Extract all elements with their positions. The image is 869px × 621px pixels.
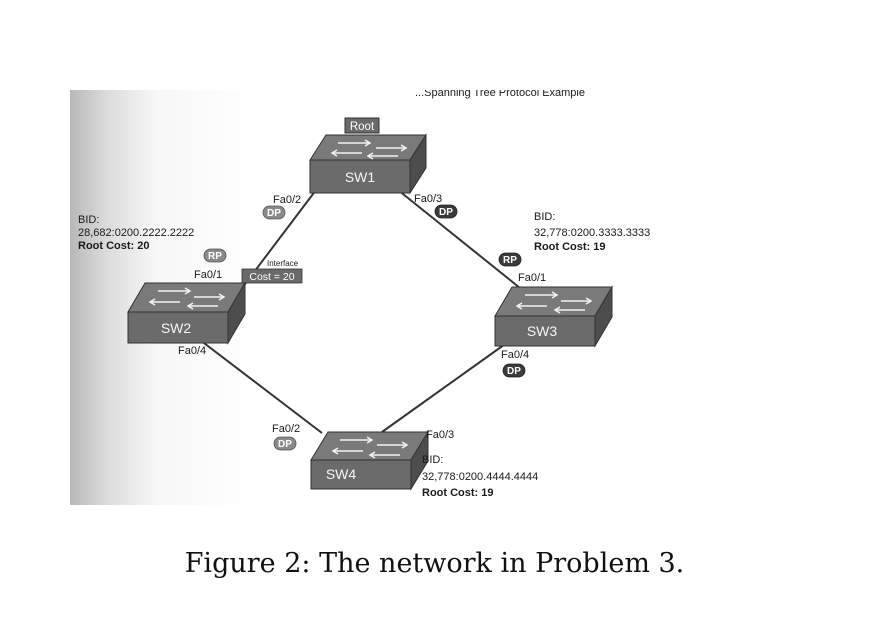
switch-label-sw3: SW3 xyxy=(527,323,558,339)
switch-sw1: SW1 xyxy=(309,133,427,195)
link-sw3-sw4 xyxy=(381,341,509,433)
bid-block-sw2: BID: 28,682:0200.2222.2222 Root Cost: 20 xyxy=(78,214,194,252)
svg-text:32,778:0200.3333.3333: 32,778:0200.3333.3333 xyxy=(534,227,650,239)
interface-cost-badge: Cost = 20 xyxy=(241,268,303,284)
port-label-sw4-fa02: Fa0/2 xyxy=(272,423,300,435)
svg-text:BID:: BID: xyxy=(534,211,555,223)
svg-text:DP: DP xyxy=(507,366,521,377)
svg-text:DP: DP xyxy=(278,439,292,450)
role-badge-sw2-fa01: RP xyxy=(203,248,227,263)
switch-sw2: SW2 xyxy=(127,281,246,345)
topology-diagram: ...Spanning Tree Protocol Example SW1 Ro… xyxy=(70,90,690,505)
switch-sw3: SW3 xyxy=(494,285,613,348)
network-figure: ...Spanning Tree Protocol Example SW1 Ro… xyxy=(70,90,690,505)
svg-text:Root Cost: 19: Root Cost: 19 xyxy=(534,241,606,253)
svg-text:RP: RP xyxy=(503,255,517,266)
switch-arrows-icon xyxy=(330,139,408,160)
svg-text:DP: DP xyxy=(267,208,281,219)
svg-text:DP: DP xyxy=(439,207,453,218)
switch-arrows-icon xyxy=(148,287,226,310)
role-badge-sw4-fa02: DP xyxy=(273,436,297,451)
interface-cost-text: Cost = 20 xyxy=(249,271,294,283)
link-sw2-sw4 xyxy=(199,339,323,434)
root-badge-text: Root xyxy=(350,121,375,133)
switch-sw4: SW4 xyxy=(310,430,429,491)
svg-text:BID:: BID: xyxy=(422,454,443,466)
port-label-sw3-fa04: Fa0/4 xyxy=(501,349,529,361)
figure-caption: Figure 2: The network in Problem 3. xyxy=(0,548,869,579)
switch-arrows-icon xyxy=(331,436,409,459)
port-label-sw2-fa01: Fa0/1 xyxy=(194,269,222,281)
svg-text:BID:: BID: xyxy=(78,214,99,226)
bid-block-sw3: BID: 32,778:0200.3333.3333 Root Cost: 19 xyxy=(534,211,650,253)
bid-block-sw4: BID: 32,778:0200.4444.4444 Root Cost: 19 xyxy=(422,454,538,499)
role-badge-sw3-fa01: RP xyxy=(498,252,522,267)
switch-label-sw4: SW4 xyxy=(326,466,357,482)
port-label-sw3-fa01: Fa0/1 xyxy=(518,272,546,284)
link-sw1-sw3 xyxy=(397,189,526,293)
role-badge-sw3-fa04: DP xyxy=(502,363,526,378)
root-badge: Root xyxy=(344,117,380,134)
port-label-sw2-fa04: Fa0/4 xyxy=(178,345,206,357)
interface-note-label: Interface xyxy=(267,259,299,268)
svg-text:28,682:0200.2222.2222: 28,682:0200.2222.2222 xyxy=(78,227,194,239)
caption-label: Figure 2: xyxy=(184,548,311,579)
svg-text:Root Cost: 19: Root Cost: 19 xyxy=(422,487,494,499)
role-badge-sw1-fa03: DP xyxy=(434,204,458,219)
port-label-sw1-fa02: Fa0/2 xyxy=(273,194,301,206)
switch-label-sw1: SW1 xyxy=(345,169,376,185)
header-fragment: ...Spanning Tree Protocol Example xyxy=(415,90,585,99)
svg-text:Root Cost: 20: Root Cost: 20 xyxy=(78,240,150,252)
port-label-sw4-fa03: Fa0/3 xyxy=(426,429,454,441)
svg-text:32,778:0200.4444.4444: 32,778:0200.4444.4444 xyxy=(422,471,538,483)
switch-arrows-icon xyxy=(515,291,593,314)
caption-text: The network in Problem 3. xyxy=(319,548,685,579)
svg-text:RP: RP xyxy=(208,251,222,262)
port-label-sw1-fa03: Fa0/3 xyxy=(414,193,442,205)
switch-label-sw2: SW2 xyxy=(161,320,192,336)
role-badge-sw1-fa02: DP xyxy=(262,205,286,220)
